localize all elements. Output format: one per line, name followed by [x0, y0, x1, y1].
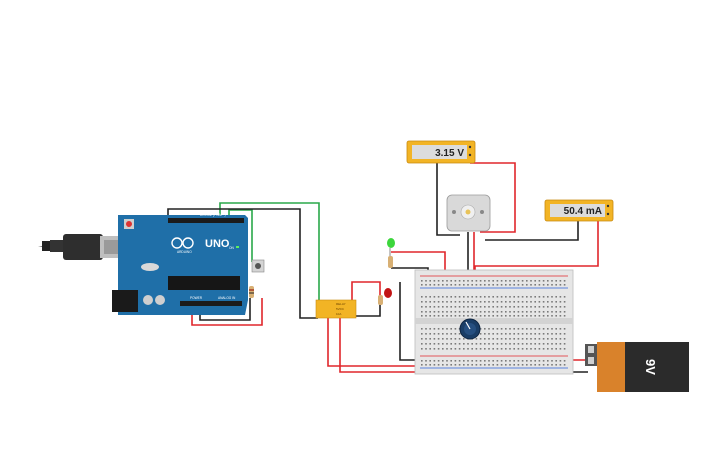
arduino-logo-icon — [171, 237, 194, 249]
battery-cap — [597, 342, 625, 392]
arduino-board[interactable]: DIGITAL (PWM ~) UNO ARDUINO ON POWER ANA… — [38, 213, 248, 315]
wire-black-voltmeter[interactable] — [436, 163, 460, 236]
wire-green-2[interactable] — [228, 209, 253, 262]
wire-green-1[interactable] — [219, 202, 320, 300]
digital-header-label: DIGITAL (PWM ~) — [200, 213, 226, 217]
wire-black-ammeter[interactable] — [485, 219, 579, 241]
battery-9v[interactable]: 9V — [585, 342, 689, 392]
ammeter[interactable]: 50.4 mA — [544, 199, 614, 222]
usb-cable-plug — [63, 234, 103, 260]
voltmeter[interactable]: 3.15 V — [406, 140, 476, 164]
red-led-icon[interactable] — [384, 288, 392, 298]
breadboard-holes — [421, 280, 566, 366]
motor-icon[interactable] — [446, 194, 491, 232]
battery-label: 9V — [643, 359, 658, 375]
resistor-led[interactable] — [388, 256, 393, 268]
uno-label: UNO — [205, 238, 230, 250]
power-jack — [112, 290, 138, 312]
wire-red-relay-2[interactable] — [339, 318, 420, 373]
ammeter-reading: 50.4 mA — [564, 206, 602, 217]
breadboard[interactable] — [414, 269, 574, 375]
power-label: POWER — [190, 296, 203, 300]
wire-red-led[interactable] — [391, 251, 446, 275]
power-analog-header — [180, 301, 242, 306]
wire-red-relay-3[interactable] — [351, 281, 381, 300]
resistor-relay[interactable] — [378, 295, 383, 305]
relay-module[interactable]: RELAY 5VDC 10A — [315, 299, 357, 319]
pushbutton-icon[interactable] — [251, 259, 265, 273]
wire-black-rail[interactable] — [399, 282, 420, 361]
voltmeter-reading: 3.15 V — [435, 148, 464, 159]
analog-label: ANALOG IN — [218, 296, 236, 300]
wire-red-voltmeter[interactable] — [470, 162, 516, 233]
atmega-chip — [168, 276, 240, 290]
svg-text:5VDC: 5VDC — [336, 307, 345, 311]
wire-red-relay-1[interactable] — [327, 318, 420, 367]
resistor-button[interactable] — [249, 286, 254, 298]
svg-text:10A: 10A — [336, 312, 341, 316]
potentiometer-icon[interactable] — [459, 318, 481, 340]
svg-text:RELAY: RELAY — [336, 302, 346, 306]
wires — [167, 162, 599, 373]
wire-black-arduino-relay[interactable] — [167, 208, 318, 319]
led-icon[interactable] — [387, 238, 395, 256]
svg-text:ARDUINO: ARDUINO — [177, 250, 192, 254]
wire-black-relay[interactable] — [356, 300, 381, 317]
digital-header — [168, 218, 244, 223]
on-label: ON — [229, 246, 234, 250]
